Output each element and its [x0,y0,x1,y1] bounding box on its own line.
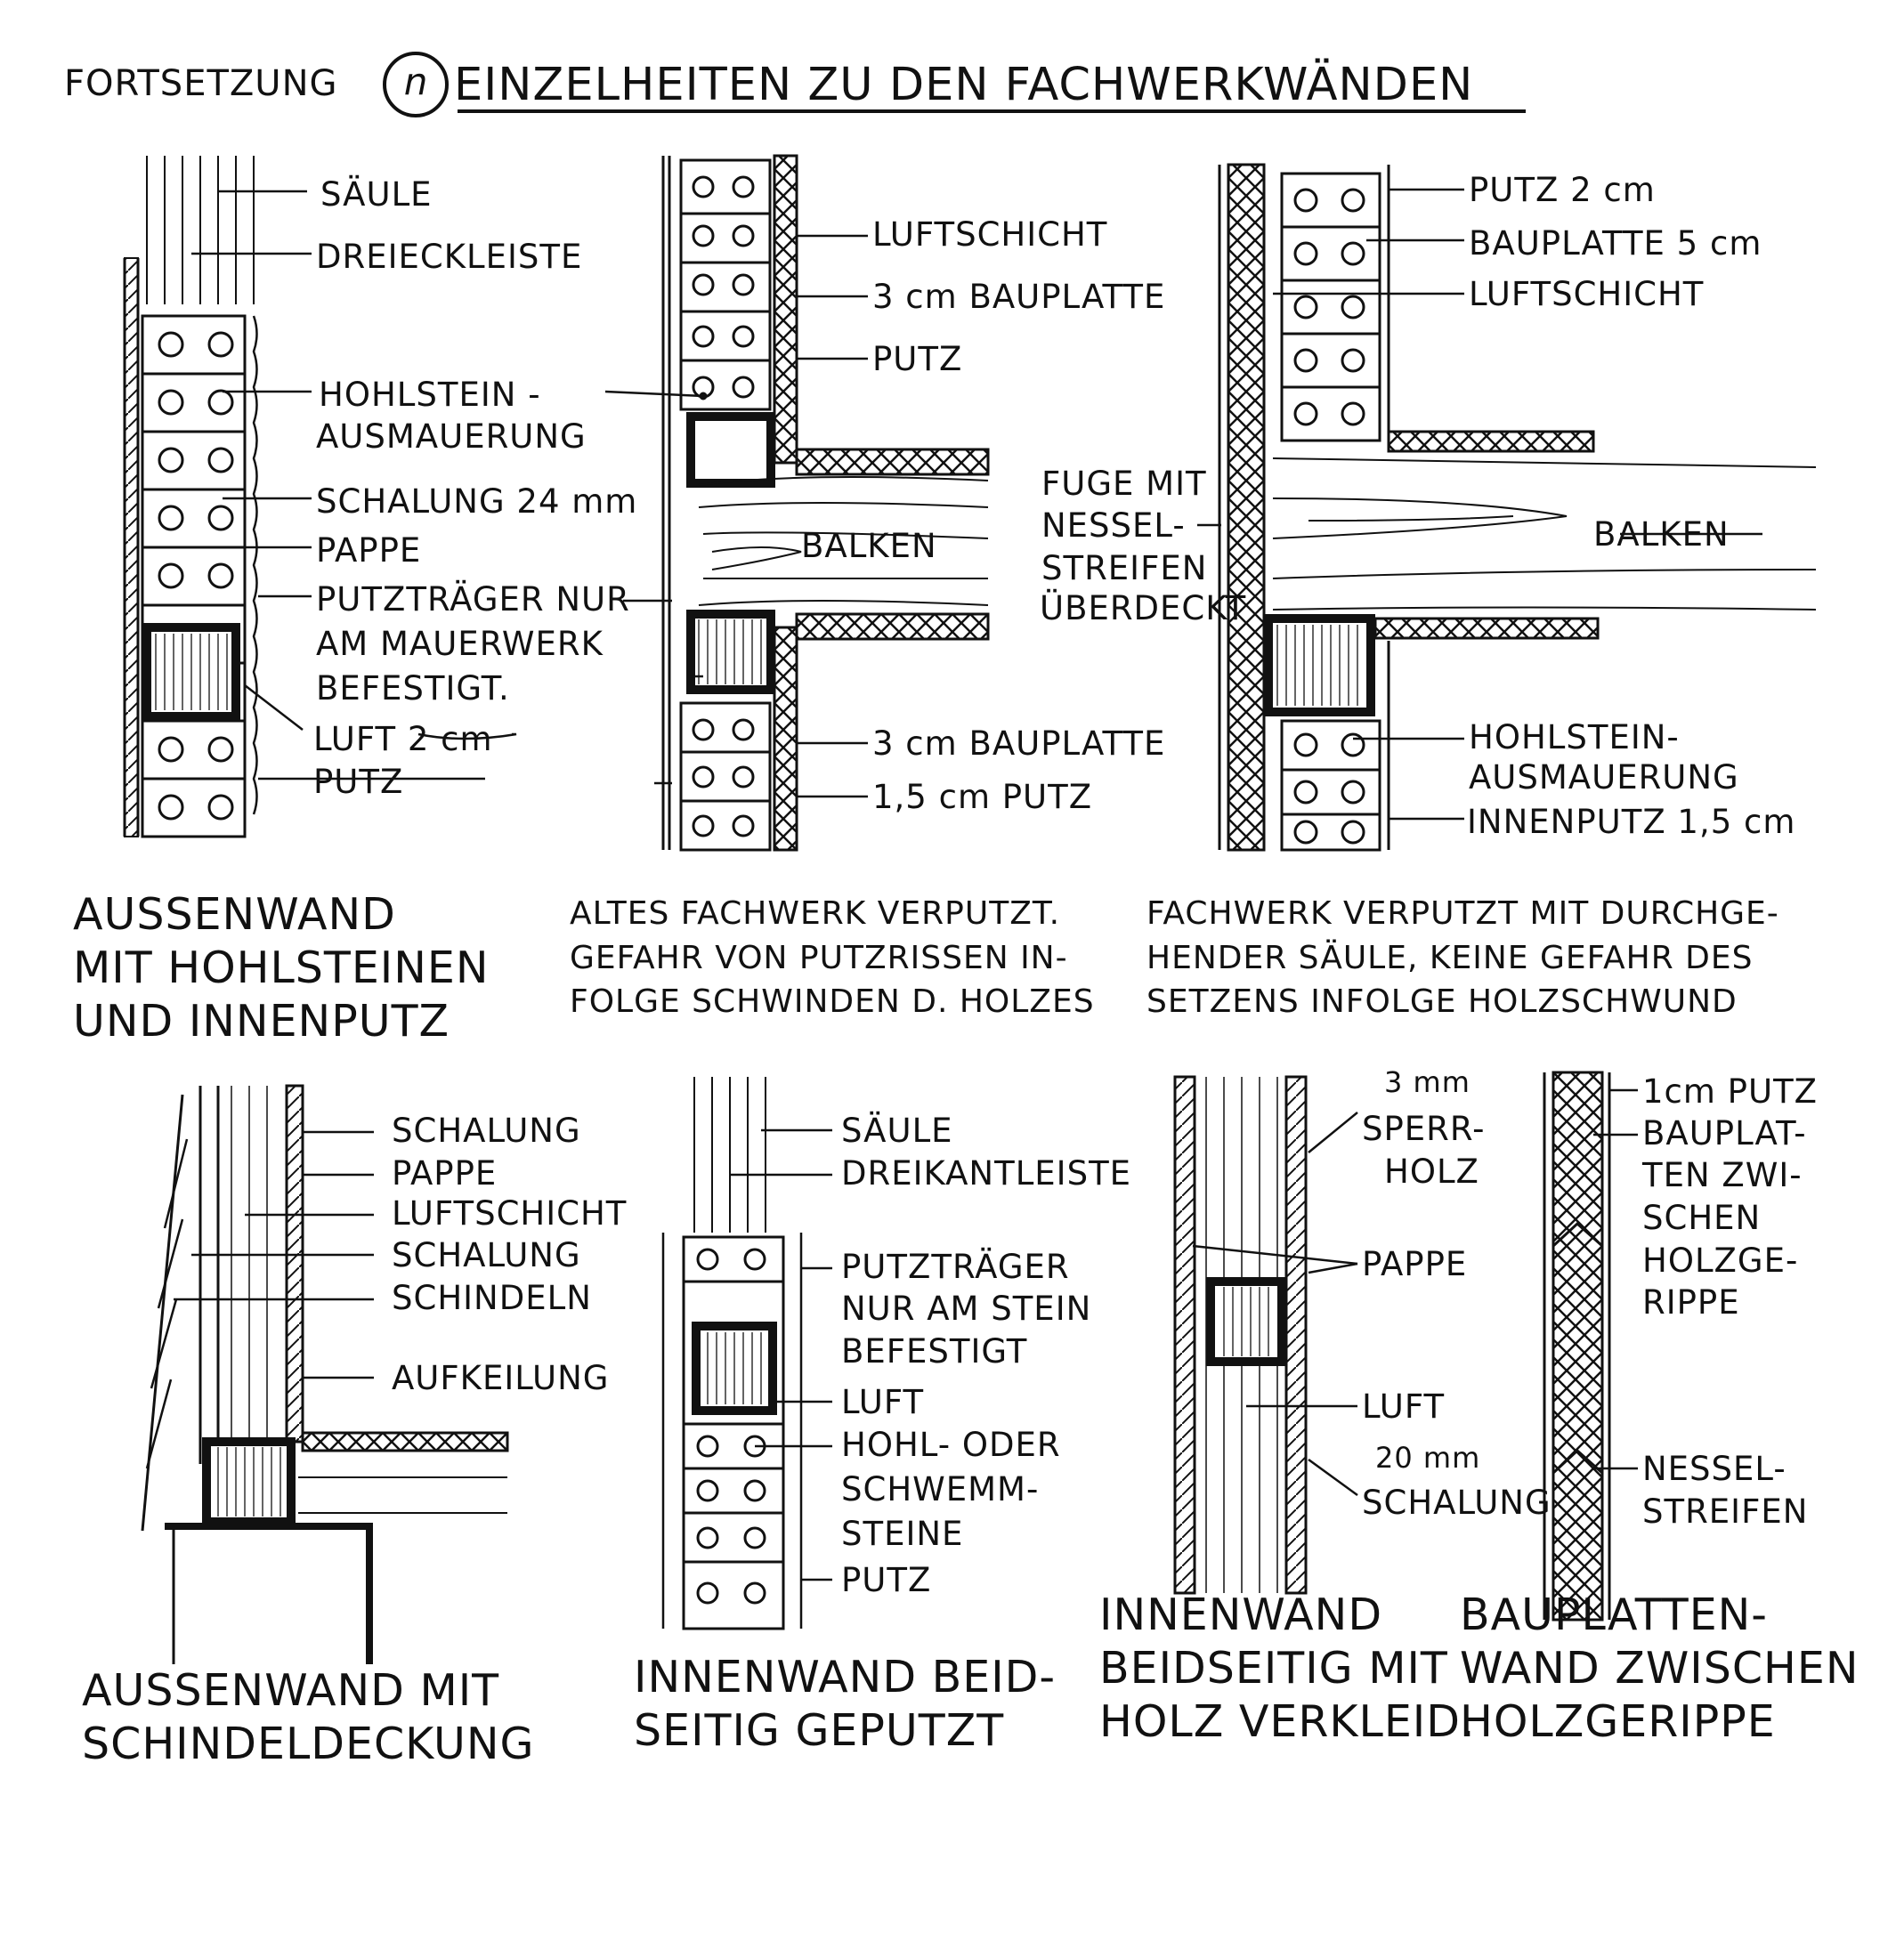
d3-caption-line: HENDER SÄULE, KEINE GEFAHR DES [1146,939,1754,976]
d1-label-ausmauerung: AUSMAUERUNG [316,417,587,456]
detail-2-old-frame-plastered [604,154,990,852]
d1-label-luft: LUFT 2 cm [313,720,493,758]
d7-caption: BAUPLATTEN- WAND ZWISCHEN HOLZGERIPPE [1460,1589,1859,1748]
d4-label-pappe: PAPPE [392,1154,498,1193]
d3-label-nessel: NESSEL- [1041,506,1186,545]
d5-label-steine: STEINE [841,1515,964,1553]
d1-caption-line: AUSSENWAND [73,889,396,940]
d6-label-3mm: 3 mm [1384,1065,1471,1099]
header-prefix: FORTSETZUNG [64,63,338,104]
section-mark: n [383,52,449,117]
d5-label-dreikantleiste: DREIKANTLEISTE [841,1154,1132,1193]
d3-label-putz: PUTZ 2 cm [1469,171,1656,209]
d3-label-ueberdeckt: ÜBERDECKT [1040,589,1247,627]
d7-caption-line: BAUPLATTEN- [1460,1589,1768,1640]
d6-label-holz: HOLZ [1384,1153,1479,1191]
d4-label-schindeln: SCHINDELN [392,1279,592,1317]
d5-caption: INNENWAND BEID- SEITIG GEPUTZT [634,1651,1056,1758]
detail-4-shingle-wall [141,1084,509,1664]
d2-caption: ALTES FACHWERK VERPUTZT. GEFAHR VON PUTZ… [570,892,1095,1024]
d3-label-balken: BALKEN [1593,515,1730,554]
d7-label-bauplat: BAUPLAT- [1642,1114,1807,1153]
d2-caption-line: ALTES FACHWERK VERPUTZT. [570,895,1061,932]
d4-caption: AUSSENWAND MIT SCHINDELDECKUNG [82,1664,534,1771]
d1-label-pappe: PAPPE [316,531,422,570]
d2-label-luftschicht: LUFTSCHICHT [872,215,1108,254]
d2-label-balken: BALKEN [801,527,937,565]
d7-label-holzge: HOLZGE- [1642,1241,1799,1280]
d7-caption-line: HOLZGERIPPE [1460,1695,1776,1747]
d4-caption-line: AUSSENWAND MIT [82,1665,500,1716]
d7-label-rippe: RIPPE [1642,1283,1740,1322]
d5-caption-line: SEITIG GEPUTZT [634,1704,1005,1756]
d4-caption-line: SCHINDELDECKUNG [82,1718,535,1769]
d4-label-schalung: SCHALUNG [392,1236,581,1274]
d7-label-1cm-putz: 1cm PUTZ [1642,1072,1819,1111]
d2-caption-line: FOLGE SCHWINDEN D. HOLZES [570,983,1095,1021]
d6-label-schalung: SCHALUNG [1362,1484,1552,1522]
d5-caption-line: INNENWAND BEID- [634,1652,1057,1702]
detail-6-wood-clad-wall [1173,1075,1358,1595]
d7-label-schen: SCHEN [1642,1199,1762,1237]
d1-label-schalung: SCHALUNG 24 mm [316,482,638,521]
d1-label-befestigt: BEFESTIGT. [316,669,510,708]
detail-7-board-wall [1543,1071,1638,1622]
d5-label-schwemm: SCHWEMM- [841,1470,1040,1508]
d1-label-am-mauerwerk: AM MAUERWERK [316,625,604,663]
d3-caption-line: SETZENS INFOLGE HOLZSCHWUND [1146,983,1738,1021]
d6-label-sperr: SPERR- [1362,1110,1486,1148]
d6-caption-line: BEIDSEITIG MIT [1099,1642,1448,1694]
d5-label-luft: LUFT [841,1383,925,1421]
d1-caption-line: UND INNENPUTZ [73,995,450,1047]
d7-label-nessel: NESSEL- [1642,1450,1787,1488]
d5-label-nur-am-stein: NUR AM STEIN [841,1290,1092,1328]
d3-label-fuge-mit: FUGE MIT [1041,465,1207,503]
d6-label-luft: LUFT [1362,1387,1446,1426]
d1-label-hohlstein: HOHLSTEIN - [319,376,541,414]
d5-label-putztraeger: PUTZTRÄGER [841,1248,1070,1286]
detail-3-continuous-post [1197,163,1817,852]
d7-caption-line: WAND ZWISCHEN [1460,1642,1859,1694]
d1-label-putz: PUTZ [313,763,404,801]
d3-label-luftschicht: LUFTSCHICHT [1469,275,1705,313]
d2-caption-line: GEFAHR VON PUTZRISSEN IN- [570,939,1068,976]
d6-caption-line: INNENWAND [1099,1589,1383,1640]
d2-label-putz-bottom: 1,5 cm PUTZ [872,778,1093,816]
title-underline [458,109,1526,113]
d2-label-bauplatte-bottom: 3 cm BAUPLATTE [872,724,1166,763]
d5-label-putz: PUTZ [841,1561,932,1599]
d4-label-aufkeilung: AUFKEILUNG [392,1359,610,1397]
d6-caption-line: HOLZ VERKLEID. [1099,1695,1476,1747]
d2-label-bauplatte-top: 3 cm BAUPLATTE [872,278,1166,316]
d3-caption: FACHWERK VERPUTZT MIT DURCHGE- HENDER SÄ… [1146,892,1779,1024]
page-title: EINZELHEITEN ZU DEN FACHWERKWÄNDEN [454,59,1474,111]
d1-caption-line: MIT HOHLSTEINEN [73,942,490,993]
d3-caption-line: FACHWERK VERPUTZT MIT DURCHGE- [1146,895,1779,932]
d2-label-putz: PUTZ [872,340,963,378]
d3-label-bauplatte: BAUPLATTE 5 cm [1469,224,1762,263]
d1-label-saeule: SÄULE [320,175,433,214]
d6-caption: INNENWAND BEIDSEITIG MIT HOLZ VERKLEID. [1099,1589,1476,1748]
d1-label-putztraeger: PUTZTRÄGER NUR [316,580,630,619]
d5-label-hohl-oder: HOHL- ODER [841,1426,1061,1464]
d3-label-ausmauerung: AUSMAUERUNG [1469,758,1739,797]
d1-caption: AUSSENWAND MIT HOHLSTEINEN UND INNENPUTZ [73,888,490,1047]
d7-label-streifen: STREIFEN [1642,1492,1809,1531]
d4-label-schalung-top: SCHALUNG [392,1112,581,1150]
d6-label-pappe: PAPPE [1362,1245,1468,1283]
d3-label-streifen: STREIFEN [1041,549,1208,587]
d3-label-hohlstein: HOHLSTEIN- [1469,718,1680,756]
detail-1-outer-wall-hollow-bricks [123,156,517,838]
d6-label-20mm: 20 mm [1375,1441,1481,1475]
detail-5-inner-wall-plastered [661,1077,832,1630]
d4-label-luftschicht: LUFTSCHICHT [392,1194,628,1233]
d1-label-dreieckleiste: DREIECKLEISTE [316,238,583,276]
d5-label-befestigt: BEFESTIGT [841,1332,1028,1371]
d3-label-innenputz: INNENPUTZ 1,5 cm [1467,803,1796,841]
d7-label-ten-zwi: TEN ZWI- [1642,1156,1803,1194]
d5-label-saeule: SÄULE [841,1112,953,1150]
